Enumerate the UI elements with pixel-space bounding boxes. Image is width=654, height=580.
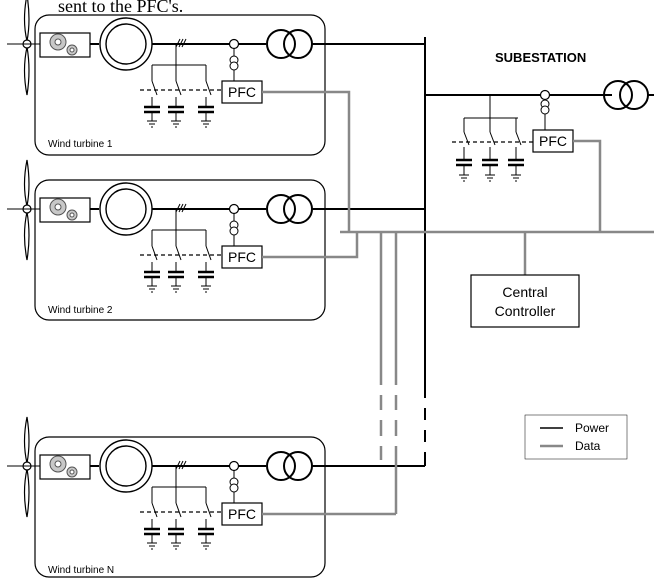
top-text-fragment: sent to the PFC's. bbox=[58, 0, 183, 16]
turbine-1: PFC Wind turbine 1 bbox=[5, 0, 327, 157]
legend: Power Data bbox=[524, 414, 628, 460]
legend-power-label: Power bbox=[575, 421, 609, 435]
turbine-label: Wind turbine N bbox=[48, 565, 114, 576]
central-controller-line1: Central bbox=[502, 284, 547, 300]
substation-pfc-label: PFC bbox=[539, 133, 567, 149]
pfc-label: PFC bbox=[228, 84, 256, 100]
pfc-label: PFC bbox=[228, 506, 256, 522]
turbine-label: Wind turbine 2 bbox=[48, 305, 113, 316]
turbine-label: Wind turbine 1 bbox=[48, 139, 113, 150]
substation-title: SUBESTATION bbox=[495, 50, 586, 65]
legend-data-label: Data bbox=[575, 439, 601, 453]
central-controller: Central Controller bbox=[470, 274, 580, 328]
turbine-n: PFC Wind turbine N bbox=[5, 415, 327, 579]
central-controller-line2: Controller bbox=[495, 303, 556, 319]
power-network bbox=[325, 37, 612, 467]
data-network bbox=[262, 90, 654, 516]
substation: SUBESTATION bbox=[452, 50, 654, 182]
pfc-label: PFC bbox=[228, 249, 256, 265]
turbine-2: PFC Wind turbine 2 bbox=[5, 158, 327, 322]
